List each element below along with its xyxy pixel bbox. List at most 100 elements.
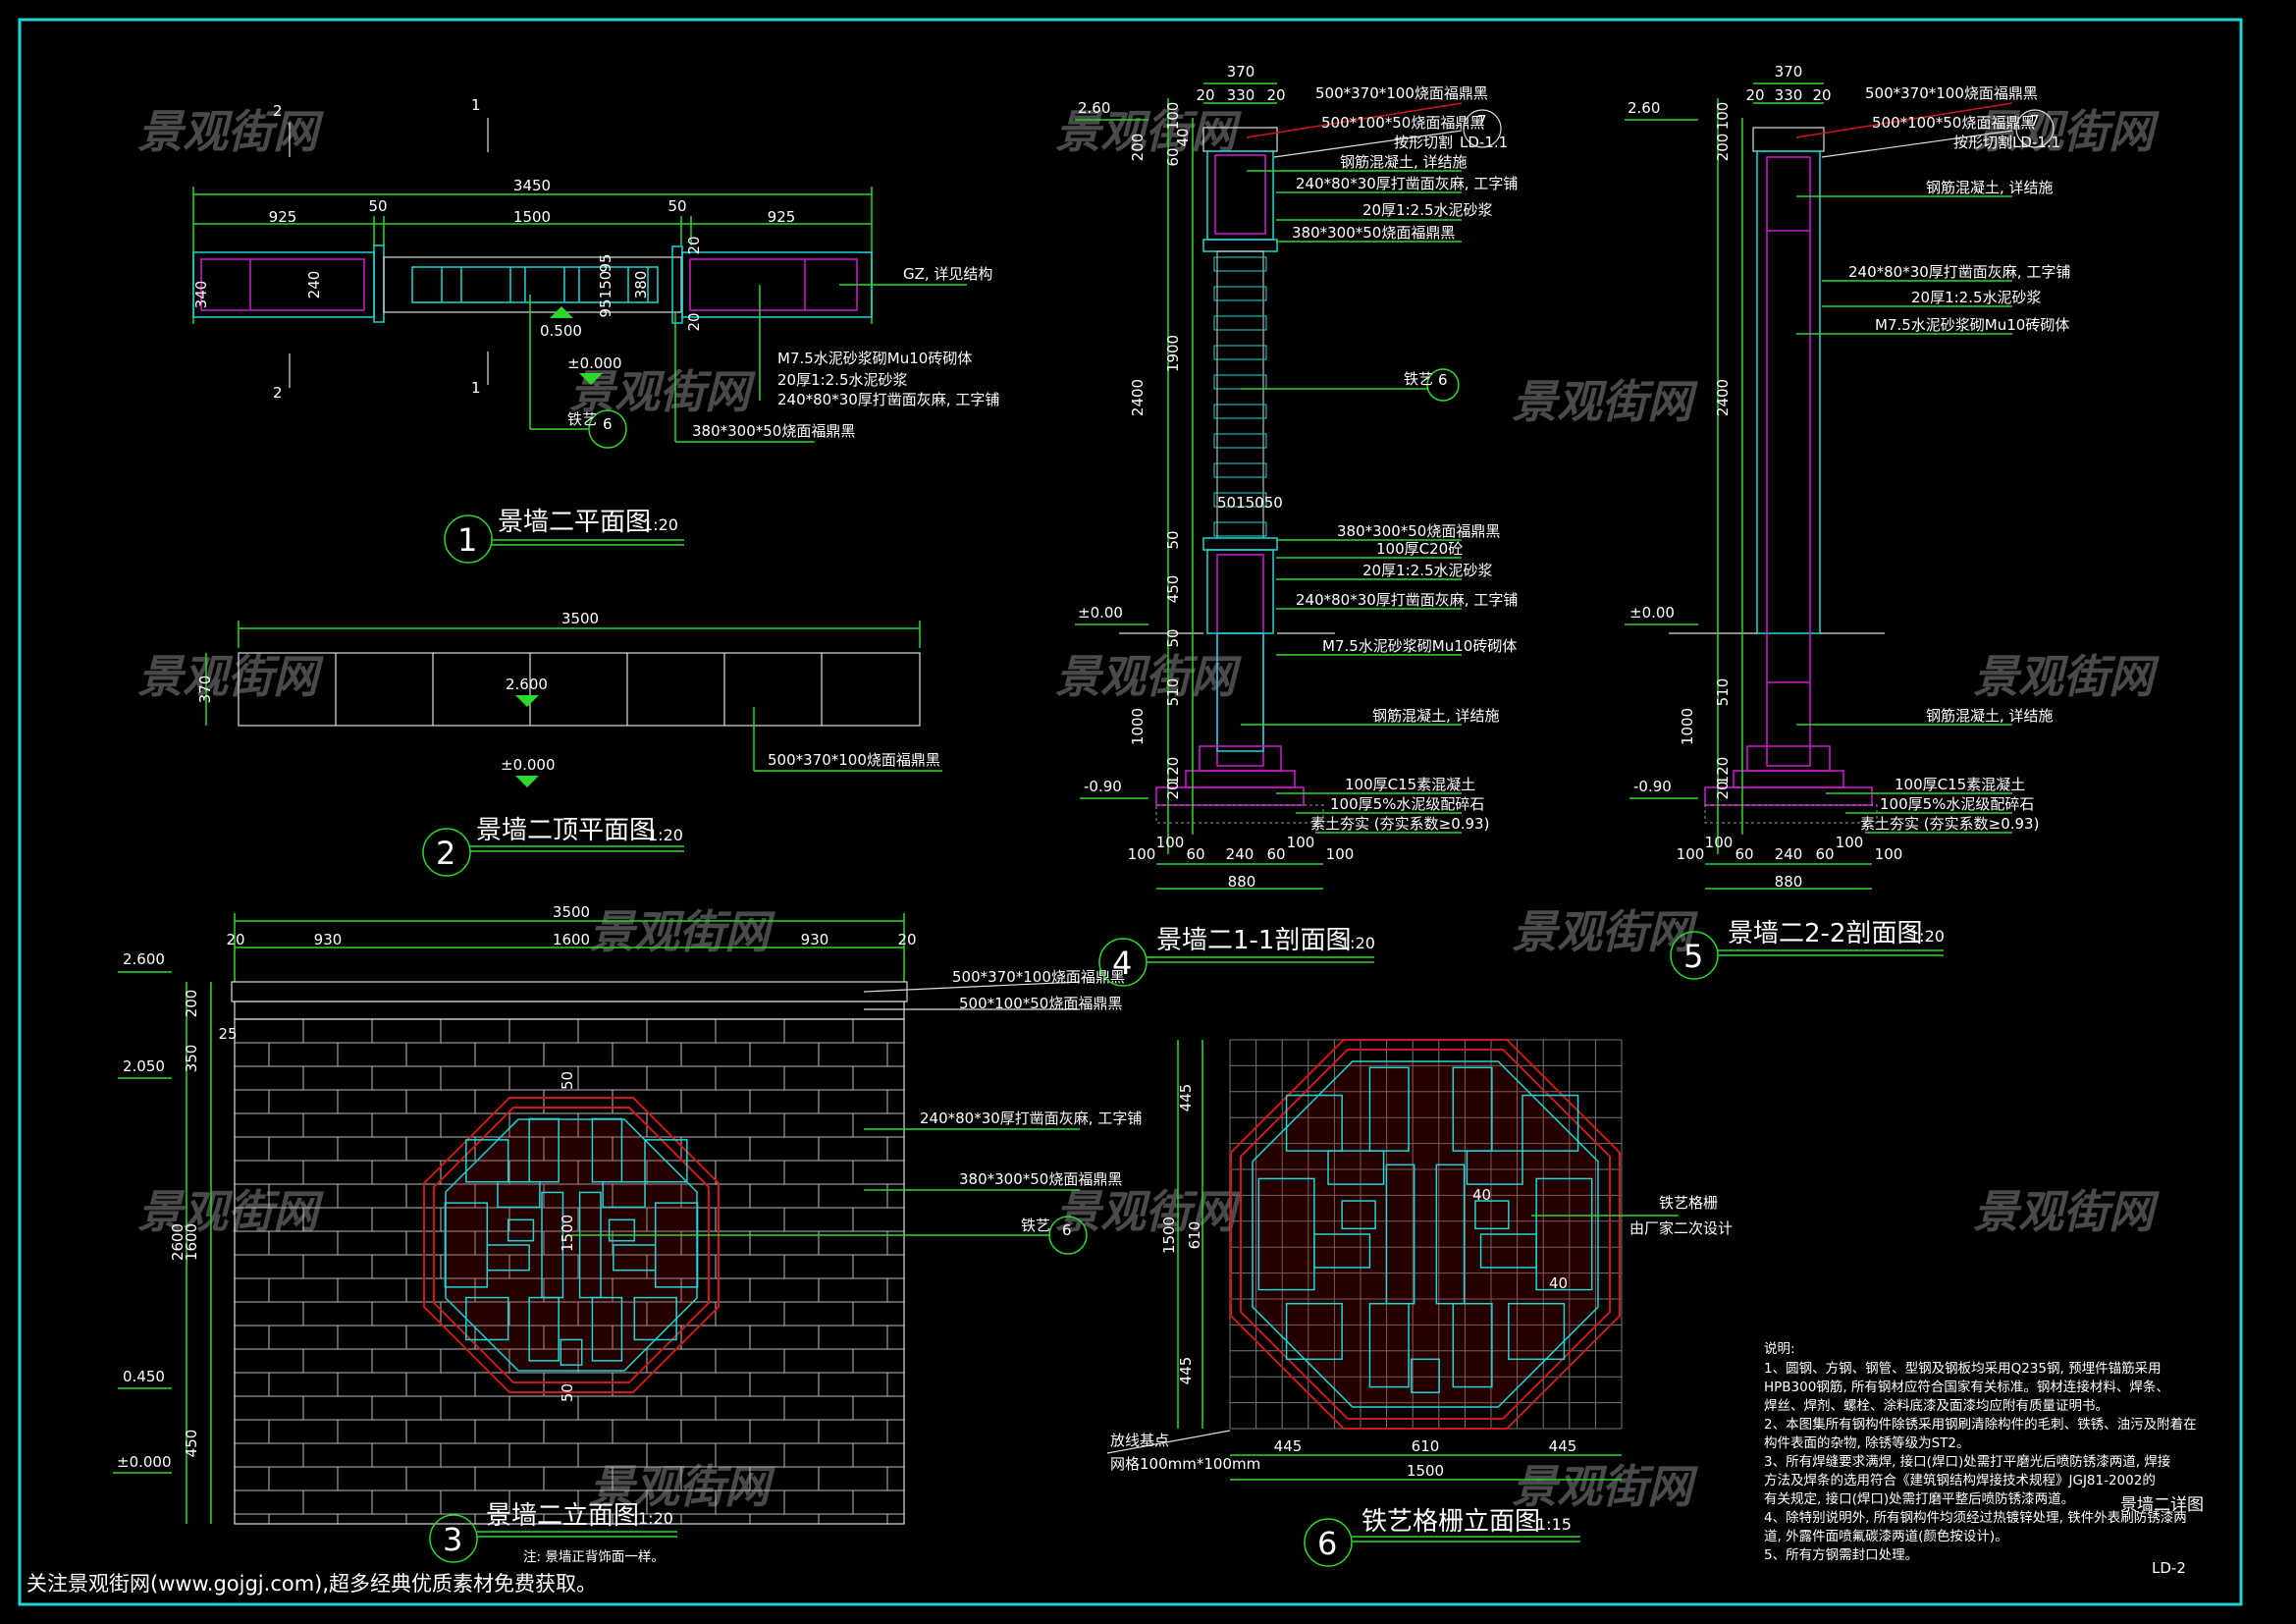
drawing-scale: 1:20 bbox=[1340, 934, 1375, 952]
dim-text: 5015050 bbox=[1217, 494, 1283, 512]
column-brick-courses bbox=[1213, 250, 1267, 539]
detail-ref: LD-1.1 bbox=[1460, 134, 1508, 151]
grille-bar bbox=[1285, 1302, 1343, 1361]
dim-text: 1500 bbox=[1407, 1462, 1444, 1480]
dim-text: 330 bbox=[1227, 86, 1255, 104]
bottom-dims: 100 100 60 240 60 100 100 880 bbox=[1677, 834, 1903, 891]
brick-course bbox=[1213, 315, 1267, 331]
watermark: 景观街网 bbox=[1055, 650, 1242, 703]
label: 500*370*100烧面福鼎黑 bbox=[1865, 84, 2038, 102]
dim-text: 20 bbox=[1714, 781, 1732, 799]
drawing-scale: 1:20 bbox=[648, 826, 683, 844]
grille-bar bbox=[602, 1180, 646, 1209]
dim-text: 25 bbox=[218, 1025, 237, 1043]
dim-text: 3500 bbox=[553, 903, 590, 921]
section-mark: 2 bbox=[273, 102, 283, 120]
detail-ref: 7 bbox=[1477, 112, 1487, 130]
label: 500*370*100烧面福鼎黑 bbox=[952, 968, 1125, 986]
section-5-labels: 500*370*100烧面福鼎黑 500*100*50烧面福鼎黑 按形切割 7 … bbox=[1795, 84, 2070, 834]
grille-bar bbox=[1368, 1302, 1410, 1388]
label: 100厚5%水泥级配碎石 bbox=[1330, 795, 1484, 813]
dim-text: 340 bbox=[192, 281, 210, 309]
dim-text: 100 bbox=[1287, 834, 1315, 851]
dim-text: 1600 bbox=[553, 931, 590, 948]
vertical-dims: 100 200 2400 510 1000 120 20 bbox=[1679, 102, 1732, 800]
dim-text: 1500 bbox=[559, 1215, 576, 1252]
dim-text: 380 bbox=[632, 271, 650, 299]
dim-text: 1500 bbox=[1160, 1217, 1178, 1254]
grille-bar bbox=[465, 1296, 509, 1341]
grille-bar bbox=[1435, 1164, 1466, 1305]
grille-bar bbox=[578, 1191, 602, 1299]
drawing-title: 景墙二2-2剖面图 bbox=[1728, 919, 1922, 948]
elevation-text: ±0.00 bbox=[1629, 604, 1675, 622]
dim-text: 100 bbox=[1714, 102, 1732, 131]
dim-text: 240 bbox=[305, 271, 323, 299]
dim-text: 40 bbox=[1472, 1186, 1491, 1204]
dim-text: 240 bbox=[1226, 845, 1255, 863]
drawing-1-plan: 3450 925 50 1500 50 925 340 240 380 95 1… bbox=[192, 96, 999, 564]
dim-text: 20 bbox=[1164, 781, 1182, 799]
grille-bar bbox=[633, 1296, 677, 1341]
dim-text: 925 bbox=[768, 208, 796, 226]
elevation-levels: 2.600 2.050 0.450 ±0.000 bbox=[113, 950, 172, 1474]
dim-text: 445 bbox=[1549, 1437, 1577, 1455]
dim-text: 2600 bbox=[169, 1223, 187, 1261]
watermarks: 景观街网 景观街网 景观街网 景观街网 景观街网 景观街网 景观街网 景观街网 … bbox=[137, 105, 2160, 1513]
general-notes: 说明: 1、圆钢、方钢、钢管、型钢及钢板均采用Q235钢, 预埋件锚筋采用 HP… bbox=[1764, 1341, 2197, 1563]
grille-bar bbox=[1411, 1358, 1440, 1393]
dim-text: 1000 bbox=[1129, 708, 1147, 745]
watermark: 景观街网 bbox=[137, 650, 324, 703]
label: 240*80*30厚打凿面灰麻, 工字铺 bbox=[777, 391, 999, 408]
grille-bar bbox=[591, 1296, 623, 1362]
grille-bar bbox=[608, 1218, 636, 1242]
drawing-scale: 1:20 bbox=[1909, 927, 1945, 946]
dim-text: 330 bbox=[1775, 86, 1803, 104]
dim-text: 40 bbox=[1549, 1274, 1568, 1292]
dim-text: 370 bbox=[1227, 63, 1255, 81]
dim-text: 100 bbox=[1164, 102, 1182, 131]
grille-bar bbox=[1327, 1150, 1385, 1185]
dim-text: 445 bbox=[1177, 1084, 1195, 1112]
dim-text: 510 bbox=[1714, 678, 1732, 707]
detail-ref: 6 bbox=[1062, 1221, 1072, 1239]
watermark: 景观街网 bbox=[137, 1185, 324, 1238]
elevation-levels: 2.60 ±0.00 -0.90 bbox=[1075, 99, 1148, 799]
watermark: 景观街网 bbox=[1055, 1185, 1242, 1238]
dim-text: 1000 bbox=[1679, 708, 1696, 745]
dim-text: 120 bbox=[1164, 757, 1182, 785]
dim-text: 95 bbox=[597, 298, 614, 317]
dim-text: 200 bbox=[1714, 134, 1732, 162]
dim-text: 95 bbox=[597, 253, 614, 272]
dim-text: 20 bbox=[1812, 86, 1831, 104]
dim-text: 20 bbox=[897, 931, 916, 948]
label: 钢筋混凝土, 详结施 bbox=[1926, 179, 2054, 196]
watermark: 景观街网 bbox=[1512, 1460, 1698, 1513]
elevation-text: 2.050 bbox=[123, 1057, 165, 1075]
dim-text: 370 bbox=[196, 676, 214, 704]
label: 100厚C15素混凝土 bbox=[1895, 776, 2025, 793]
elevation-text: 2.60 bbox=[1078, 99, 1110, 117]
label: 500*100*50烧面福鼎黑 bbox=[1872, 114, 2035, 132]
grille-bar bbox=[613, 1244, 657, 1272]
label: 20厚1:2.5水泥砂浆 bbox=[1362, 562, 1493, 579]
detail-ref: 6 bbox=[603, 415, 613, 433]
grille-bar bbox=[507, 1218, 535, 1242]
drawing-title: 景墙二顶平面图 bbox=[476, 816, 655, 845]
dim-text: 450 bbox=[183, 1430, 200, 1458]
brick-course bbox=[1213, 521, 1267, 537]
grille-bar bbox=[1313, 1233, 1371, 1269]
grille-panel bbox=[1252, 1060, 1599, 1408]
dim-text: 60 bbox=[1735, 845, 1753, 863]
label: 380*300*50烧面福鼎黑 bbox=[959, 1170, 1122, 1188]
brick-course bbox=[1213, 433, 1267, 449]
drawing-title: 景墙二立面图 bbox=[486, 1501, 639, 1531]
grille-bar bbox=[560, 1338, 583, 1366]
label: 素土夯实 (夯实系数≥0.93) bbox=[1860, 815, 2039, 833]
dim-text: 370 bbox=[1775, 63, 1803, 81]
brick-pattern bbox=[234, 1018, 904, 1524]
elevation-text: 2.60 bbox=[1628, 99, 1660, 117]
grille-bar bbox=[528, 1296, 560, 1362]
dim-text: 60 bbox=[1164, 147, 1182, 166]
